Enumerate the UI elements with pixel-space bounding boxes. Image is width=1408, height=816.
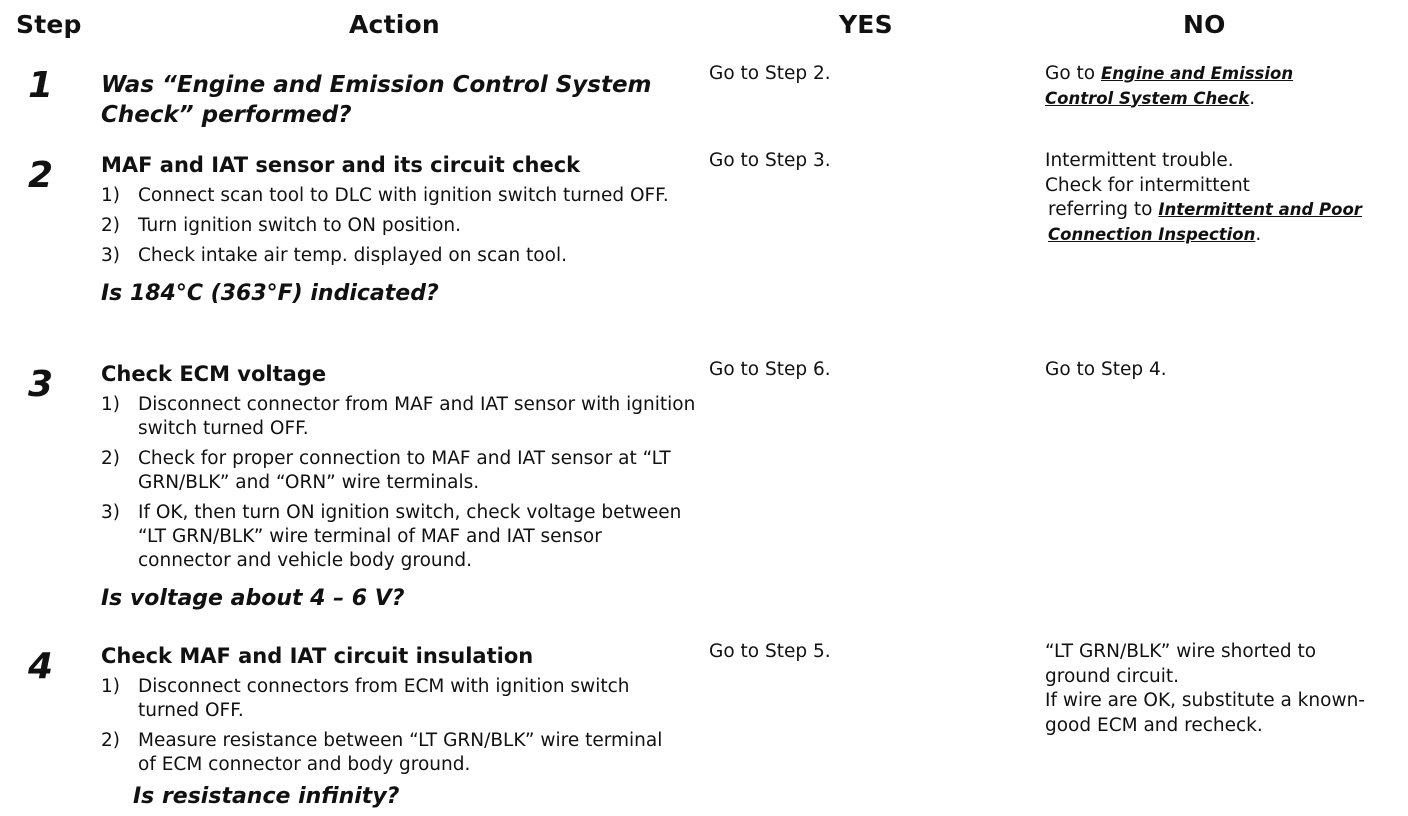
substep-text: Turn ignition switch to ON position. bbox=[138, 215, 462, 236]
substep-text: Check for proper connection to MAF and I… bbox=[138, 448, 671, 493]
substep-item: 2) Check for proper connection to MAF and… bbox=[101, 447, 696, 495]
substep-marker: 2) bbox=[101, 730, 120, 751]
step-title: MAF and IAT sensor and its circuit check bbox=[101, 153, 581, 177]
no-text: Go to bbox=[1045, 63, 1101, 84]
step-number: 1 bbox=[28, 65, 54, 106]
substep-list: 1) Connect scan tool to DLC with ignition… bbox=[101, 184, 701, 268]
no-result: Go to Engine and Emission Control System… bbox=[1045, 62, 1345, 111]
substep-marker: 3) bbox=[101, 502, 120, 523]
step-action: Check ECM voltage 1) Disconnect connector… bbox=[101, 361, 696, 613]
yes-result: Go to Step 5. bbox=[709, 641, 831, 662]
substep-text: Disconnect connectors from ECM with igni… bbox=[138, 676, 630, 721]
substep-list: 1) Disconnect connectors from ECM with ig… bbox=[101, 675, 686, 777]
substep-list: 1) Disconnect connector from MAF and IAT … bbox=[101, 393, 696, 573]
substep-text: If OK, then turn ON ignition switch, che… bbox=[138, 502, 682, 571]
no-text: referring to bbox=[1048, 199, 1159, 220]
engine-emission-check-link[interactable]: Engine and Emission Control System Check bbox=[1045, 64, 1294, 108]
substep-item: 1) Disconnect connector from MAF and IAT … bbox=[101, 393, 696, 441]
header-no: NO bbox=[1183, 10, 1226, 39]
header-action: Action bbox=[349, 10, 440, 39]
substep-item: 2) Turn ignition switch to ON position. bbox=[101, 214, 701, 238]
step-number: 4 bbox=[28, 646, 54, 687]
step-question: Is 184°C (363°F) indicated? bbox=[101, 281, 439, 306]
no-text-line: “LT GRN/BLK” wire shorted to ground circ… bbox=[1045, 641, 1317, 687]
header-step: Step bbox=[16, 10, 82, 39]
substep-item: 1) Disconnect connectors from ECM with ig… bbox=[101, 675, 686, 723]
substep-marker: 1) bbox=[101, 185, 120, 206]
yes-result: Go to Step 6. bbox=[709, 359, 831, 380]
no-text-line: If wire are OK, substitute a known-good … bbox=[1045, 690, 1365, 736]
step-title: Check ECM voltage bbox=[101, 362, 327, 386]
step-number: 3 bbox=[28, 364, 54, 405]
substep-text: Disconnect connector from MAF and IAT se… bbox=[138, 394, 696, 439]
substep-text: Connect scan tool to DLC with ignition s… bbox=[138, 185, 669, 206]
step-title: Check MAF and IAT circuit insulation bbox=[101, 644, 534, 668]
no-text-suffix: . bbox=[1255, 223, 1262, 245]
substep-marker: 3) bbox=[101, 245, 120, 266]
substep-marker: 1) bbox=[101, 394, 120, 415]
no-text-line: Check for intermittent bbox=[1045, 174, 1250, 196]
step-title: Was “Engine and Emission Control System … bbox=[101, 72, 652, 128]
substep-marker: 2) bbox=[101, 448, 120, 469]
substep-text: Check intake air temp. displayed on scan… bbox=[138, 245, 567, 266]
yes-result: Go to Step 3. bbox=[709, 150, 831, 171]
step-number: 2 bbox=[28, 155, 54, 196]
no-result: Intermittent trouble. Check for intermit… bbox=[1045, 149, 1365, 247]
substep-text: Measure resistance between “LT GRN/BLK” … bbox=[138, 730, 663, 775]
step-action: Check MAF and IAT circuit insulation 1) D… bbox=[101, 643, 686, 811]
no-result: Go to Step 4. bbox=[1045, 359, 1167, 380]
no-text-line: referring to Intermittent and Poor Conne… bbox=[1045, 198, 1365, 247]
step-action: MAF and IAT sensor and its circuit check… bbox=[101, 152, 701, 308]
header-yes: YES bbox=[839, 10, 893, 39]
no-text-suffix: . bbox=[1249, 87, 1256, 109]
substep-item: 2) Measure resistance between “LT GRN/BLK… bbox=[101, 729, 686, 777]
step-question: Is voltage about 4 – 6 V? bbox=[101, 586, 405, 611]
substep-item: 1) Connect scan tool to DLC with ignition… bbox=[101, 184, 701, 208]
intermittent-inspection-link[interactable]: Intermittent and Poor Connection Inspect… bbox=[1048, 200, 1362, 244]
substep-marker: 2) bbox=[101, 215, 120, 236]
step-question: Is resistance infinity? bbox=[133, 784, 400, 809]
no-text-line: Intermittent trouble. bbox=[1045, 150, 1234, 171]
no-result: “LT GRN/BLK” wire shorted to ground circ… bbox=[1045, 640, 1375, 738]
substep-item: 3) Check intake air temp. displayed on sc… bbox=[101, 244, 701, 268]
step-action: Was “Engine and Emission Control System … bbox=[101, 70, 691, 130]
yes-result: Go to Step 2. bbox=[709, 63, 831, 84]
substep-item: 3) If OK, then turn ON ignition switch, c… bbox=[101, 501, 696, 573]
substep-marker: 1) bbox=[101, 676, 120, 697]
